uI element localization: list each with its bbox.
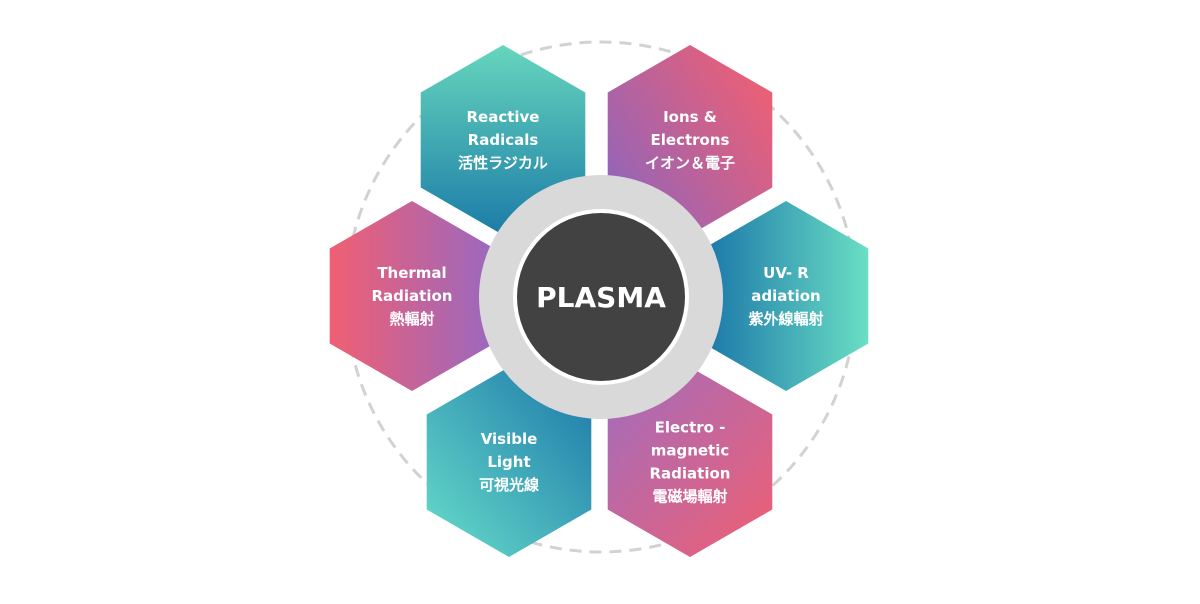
hexagon-label-line: UV- R xyxy=(763,264,809,282)
hexagon-shape xyxy=(329,201,495,391)
hexagon-label-line: 電磁場輻射 xyxy=(652,488,727,506)
hexagon-shape xyxy=(426,367,592,557)
hexagon-label-line: Electro - xyxy=(655,419,726,437)
hexagon-label-line: 紫外線輻射 xyxy=(748,310,823,328)
hexagon-shape xyxy=(420,45,586,235)
hexagon-label-line: 熱輻射 xyxy=(389,310,434,328)
hexagon-label-line: Electrons xyxy=(651,131,730,149)
hexagon-label-line: Visible xyxy=(481,430,538,448)
hexagon-label-line: 活性ラジカル xyxy=(458,154,548,172)
hexagon-label-line: Ions & xyxy=(663,108,717,126)
hexagon-shape xyxy=(607,367,773,557)
plasma-center: PLASMA xyxy=(479,175,723,419)
hexagon-uv-radiation: UV- R adiation 紫外線輻射 xyxy=(703,201,869,391)
hexagon-label-line: Radiation xyxy=(650,465,731,483)
hexagon-label-line: Light xyxy=(487,453,530,471)
hexagon-label-line: adiation xyxy=(751,287,820,305)
center-label: PLASMA xyxy=(536,281,666,314)
hexagon-label-line: Radicals xyxy=(468,131,539,149)
hexagon-label-line: 可視光線 xyxy=(479,476,539,494)
hexagon-label-line: Reactive xyxy=(466,108,539,126)
hexagon-label-line: magnetic xyxy=(651,442,730,460)
hexagon-label-line: Radiation xyxy=(372,287,453,305)
hexagon-shape xyxy=(703,201,869,391)
center-core xyxy=(517,213,685,381)
hexagon-label-line: Thermal xyxy=(377,264,446,282)
hexagon-label-line: イオン＆電子 xyxy=(645,154,735,172)
